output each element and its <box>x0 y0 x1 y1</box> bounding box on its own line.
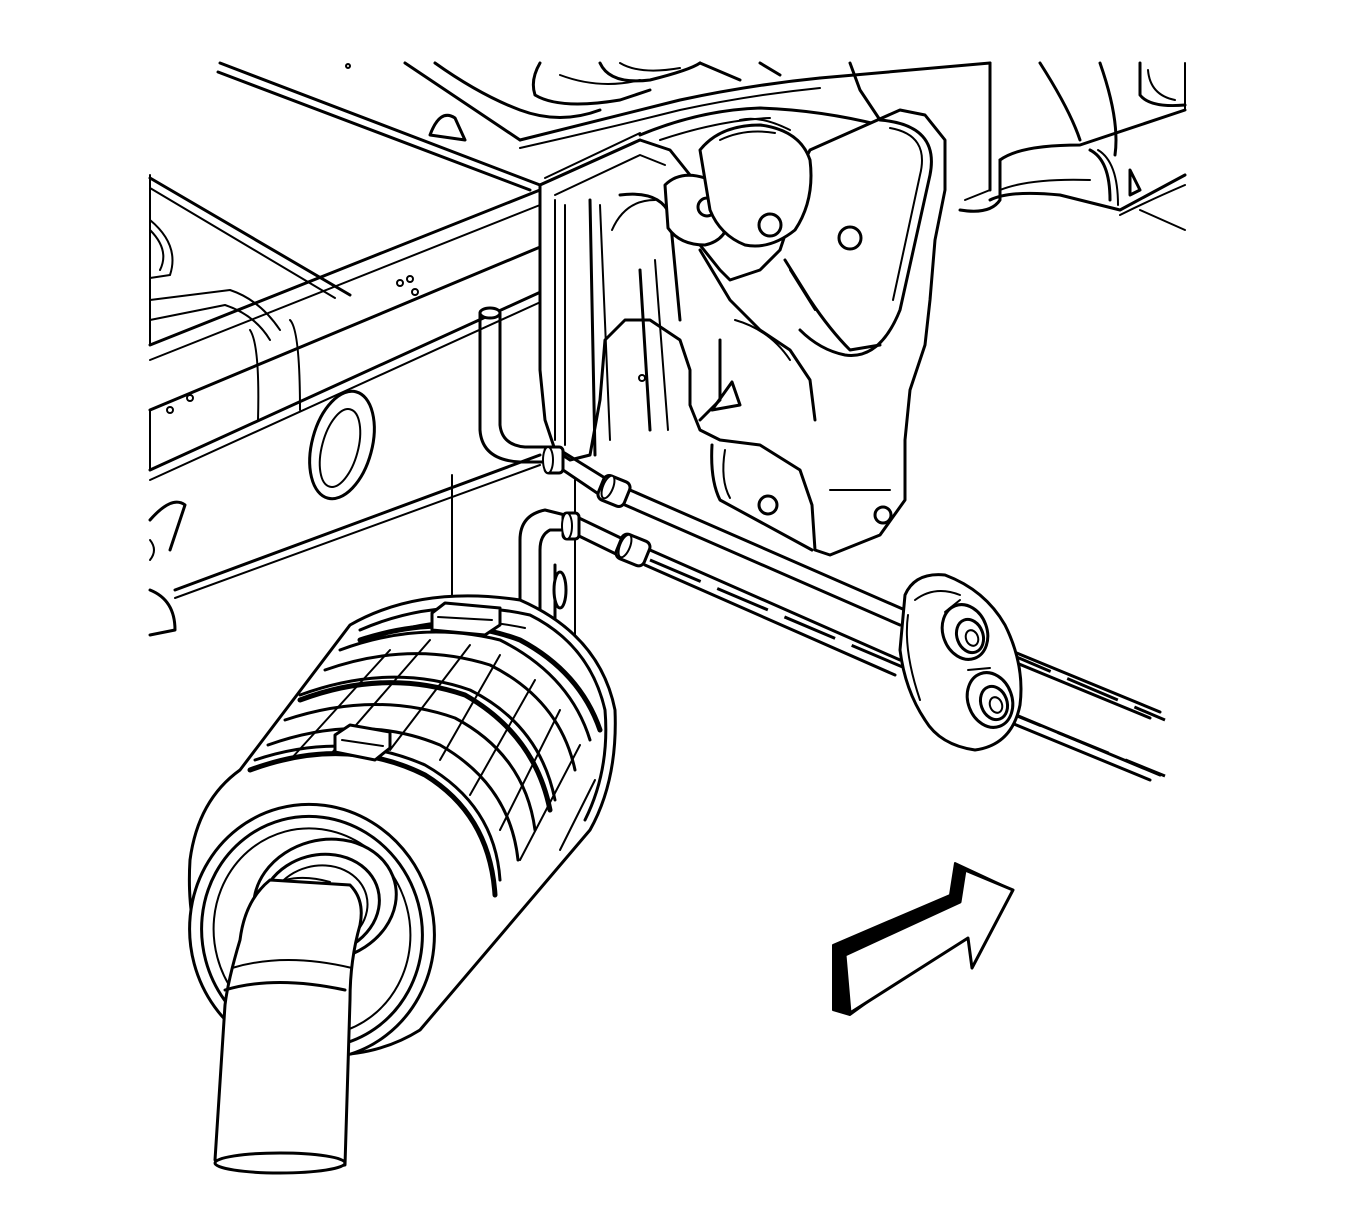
direction-arrow-icon <box>832 862 1015 1016</box>
frame-bracket <box>538 108 947 557</box>
fuel-pipes <box>478 306 1166 782</box>
upper-body-structure <box>403 61 1187 231</box>
pipe-retainer-clip <box>898 573 1023 752</box>
tailpipe <box>213 876 363 1175</box>
frame-rail <box>148 61 576 641</box>
